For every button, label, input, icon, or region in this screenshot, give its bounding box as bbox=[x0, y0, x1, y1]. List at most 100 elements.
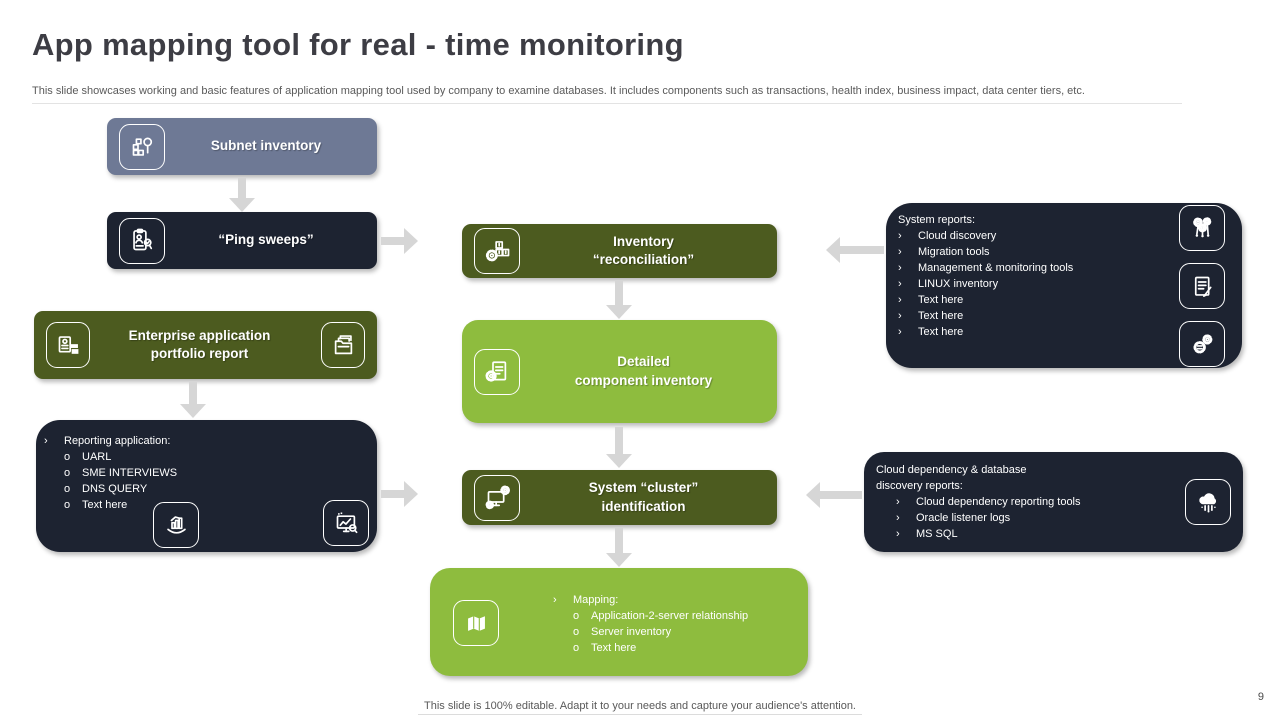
list-item-text: UARL bbox=[82, 451, 112, 463]
bullet: › bbox=[44, 435, 48, 447]
list-item: › Text here bbox=[898, 324, 1236, 340]
node-label: Enterprise application portfolio report bbox=[128, 327, 271, 361]
node-inventory-reconciliation: Inventory “reconciliation” bbox=[462, 224, 777, 278]
list-item: › Cloud discovery bbox=[898, 228, 1236, 244]
panel-heading: Mapping: bbox=[573, 594, 619, 606]
node-label: Inventory “reconciliation” bbox=[592, 233, 695, 267]
list-item: › Text here bbox=[898, 308, 1236, 324]
list-item: o Server inventory bbox=[553, 624, 748, 640]
node-label: “Ping sweeps” bbox=[218, 232, 314, 248]
bullet: › bbox=[898, 294, 902, 306]
list-item-text: Cloud discovery bbox=[918, 230, 997, 242]
list-item-text: Text here bbox=[591, 642, 637, 654]
slide-footer: This slide is 100% editable. Adapt it to… bbox=[418, 700, 862, 715]
list-item-text: Management & monitoring tools bbox=[918, 262, 1074, 274]
bullet: o bbox=[64, 451, 71, 463]
map-icon bbox=[453, 600, 499, 646]
list-item-text: SME INTERVIEWS bbox=[82, 467, 178, 479]
arrow-down-subnet-to-ping bbox=[229, 177, 255, 212]
list-item-text: Text here bbox=[918, 326, 964, 338]
bullet: o bbox=[64, 499, 71, 511]
panel-heading: Reporting application: bbox=[64, 435, 171, 447]
list-item-text: Text here bbox=[82, 499, 128, 511]
page-number: 9 bbox=[1257, 691, 1264, 703]
bullet: › bbox=[898, 326, 902, 338]
cloud-network-icon bbox=[1185, 479, 1231, 525]
arrow-right-reporting-to-cluster bbox=[381, 481, 418, 507]
list-item: › MS SQL bbox=[876, 526, 1237, 542]
list-item-text: Cloud dependency reporting tools bbox=[916, 496, 1081, 508]
panel-system-reports: System reports: › Cloud discovery › Migr… bbox=[886, 203, 1242, 368]
list-item: o DNS QUERY bbox=[44, 481, 367, 497]
document-pen-icon bbox=[1179, 263, 1225, 309]
arrow-down-enterprise-to-reporting bbox=[180, 382, 206, 418]
bullet: › bbox=[898, 310, 902, 322]
bullet: o bbox=[573, 610, 580, 622]
arrow-down-cluster-to-mapping bbox=[606, 528, 632, 567]
list-item-text: Server inventory bbox=[591, 626, 672, 638]
monitor-gears-icon bbox=[474, 474, 520, 521]
list-item: o Text here bbox=[553, 640, 748, 656]
monitor-analytics-icon bbox=[323, 500, 369, 546]
arrow-left-cloud-to-cluster bbox=[806, 482, 862, 508]
arrow-right-ping-to-reconciliation bbox=[381, 228, 418, 254]
folder-documents-icon bbox=[321, 322, 365, 368]
panel-reporting-application: › Reporting application: o UARL o SME IN… bbox=[36, 420, 377, 552]
list-item: › Migration tools bbox=[898, 244, 1236, 260]
node-subnet-inventory: Subnet inventory bbox=[107, 118, 377, 175]
bullet: › bbox=[898, 262, 902, 274]
gears-network-icon bbox=[1179, 205, 1225, 251]
list-item-text: Migration tools bbox=[918, 246, 990, 258]
list-item: o SME INTERVIEWS bbox=[44, 465, 367, 481]
panel-heading: Cloud dependency & database discovery re… bbox=[876, 464, 1027, 492]
list-item-text: Text here bbox=[918, 294, 964, 306]
list-item: o Text here bbox=[44, 497, 367, 513]
slide-subtitle: This slide showcases working and basic f… bbox=[32, 85, 1085, 97]
panel-heading-row: › Mapping: bbox=[553, 592, 748, 608]
list-item-text: DNS QUERY bbox=[82, 483, 148, 495]
list-item-text: Text here bbox=[918, 310, 964, 322]
panel-cloud-dependency: Cloud dependency & database discovery re… bbox=[864, 452, 1243, 552]
bullet: › bbox=[898, 230, 902, 242]
panel-mapping: › Mapping: o Application-2-server relati… bbox=[430, 568, 808, 676]
stacked-boxes-magnifier-icon bbox=[119, 123, 165, 170]
list-item-text: Application-2-server relationship bbox=[591, 610, 749, 622]
page-title: App mapping tool for real - time monitor… bbox=[32, 27, 684, 62]
settings-gears-icon bbox=[1179, 321, 1225, 367]
document-gear-icon bbox=[474, 348, 520, 395]
header-divider bbox=[32, 103, 1182, 104]
list-item-text: Oracle listener logs bbox=[916, 512, 1011, 524]
chart-hand-icon bbox=[153, 502, 199, 548]
bullet: › bbox=[898, 278, 902, 290]
list-item: › Management & monitoring tools bbox=[898, 260, 1236, 276]
id-card-icon bbox=[46, 322, 90, 368]
arrow-down-detailed-to-cluster bbox=[606, 427, 632, 468]
bullet: › bbox=[896, 496, 900, 508]
node-detailed-component-inventory: Detailed component inventory bbox=[462, 320, 777, 423]
bullet: › bbox=[898, 246, 902, 258]
bullet: o bbox=[573, 626, 580, 638]
node-system-cluster-identification: System “cluster” identification bbox=[462, 470, 777, 525]
list-item: › Cloud dependency reporting tools bbox=[876, 494, 1237, 510]
arrow-down-reconciliation-to-detailed bbox=[606, 281, 632, 319]
node-label: Detailed component inventory bbox=[574, 354, 713, 388]
bullet: o bbox=[573, 642, 580, 654]
bullet: o bbox=[64, 467, 71, 479]
bullet: o bbox=[64, 483, 71, 495]
bullet: › bbox=[896, 512, 900, 524]
list-item-text: LINUX inventory bbox=[918, 278, 999, 290]
boxes-gear-icon bbox=[474, 228, 520, 274]
node-label: System “cluster” identification bbox=[588, 480, 699, 514]
panel-heading: System reports: bbox=[898, 214, 976, 226]
list-item: › Oracle listener logs bbox=[876, 510, 1237, 526]
bullet: › bbox=[553, 594, 557, 606]
list-item: o Application-2-server relationship bbox=[553, 608, 748, 624]
node-ping-sweeps: “Ping sweeps” bbox=[107, 212, 377, 269]
arrow-left-reports-to-reconciliation bbox=[826, 237, 884, 263]
list-item: › Text here bbox=[898, 292, 1236, 308]
node-label: Subnet inventory bbox=[210, 138, 322, 154]
list-item: › LINUX inventory bbox=[898, 276, 1236, 292]
panel-heading-row: › Reporting application: bbox=[44, 433, 367, 449]
bullet: › bbox=[896, 528, 900, 540]
